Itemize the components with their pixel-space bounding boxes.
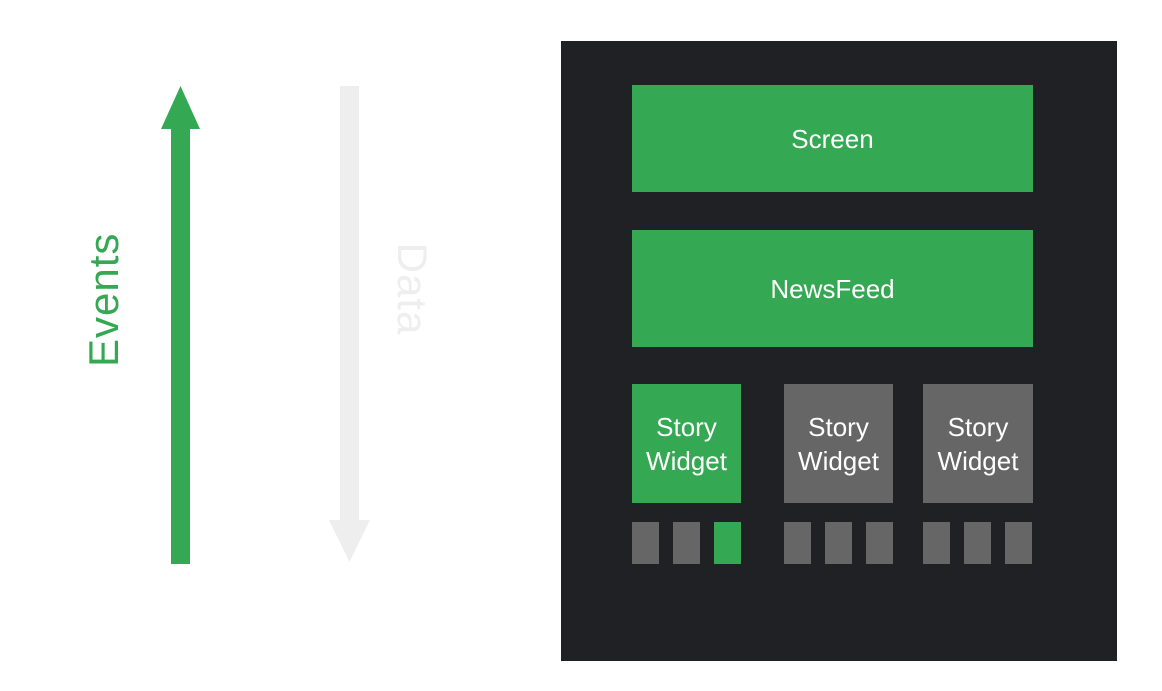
story-widget-1: Story Widget	[632, 384, 741, 503]
newsfeed-box: NewsFeed	[632, 230, 1033, 347]
story-widget-2: Story Widget	[784, 384, 893, 503]
story-widget-label-line2: Widget	[937, 445, 1019, 476]
child-square	[673, 522, 700, 564]
data-arrow	[329, 86, 370, 562]
newsfeed-label: NewsFeed	[770, 273, 895, 304]
child-square	[923, 522, 950, 564]
story-widget-label-line2: Widget	[798, 445, 879, 476]
child-square	[825, 522, 852, 564]
story-widget-label-line1: Story	[808, 411, 869, 442]
child-square	[964, 522, 991, 564]
child-square	[866, 522, 893, 564]
child-square	[632, 522, 659, 564]
data-label: Data	[389, 242, 436, 336]
widget-tree-panel: Screen NewsFeed Story Widget Story Widge…	[561, 41, 1117, 661]
story-widget-label-line2: Widget	[646, 445, 727, 476]
events-arrow	[161, 86, 200, 564]
screen-label: Screen	[791, 123, 874, 154]
events-label: Events	[80, 232, 127, 367]
story-widget-3: Story Widget	[923, 384, 1033, 503]
child-square	[1005, 522, 1032, 564]
child-square	[714, 522, 741, 564]
story-widget-label-line1: Story	[656, 411, 717, 442]
child-square	[784, 522, 811, 564]
story-widget-label-line1: Story	[947, 411, 1009, 442]
screen-box: Screen	[632, 85, 1033, 192]
